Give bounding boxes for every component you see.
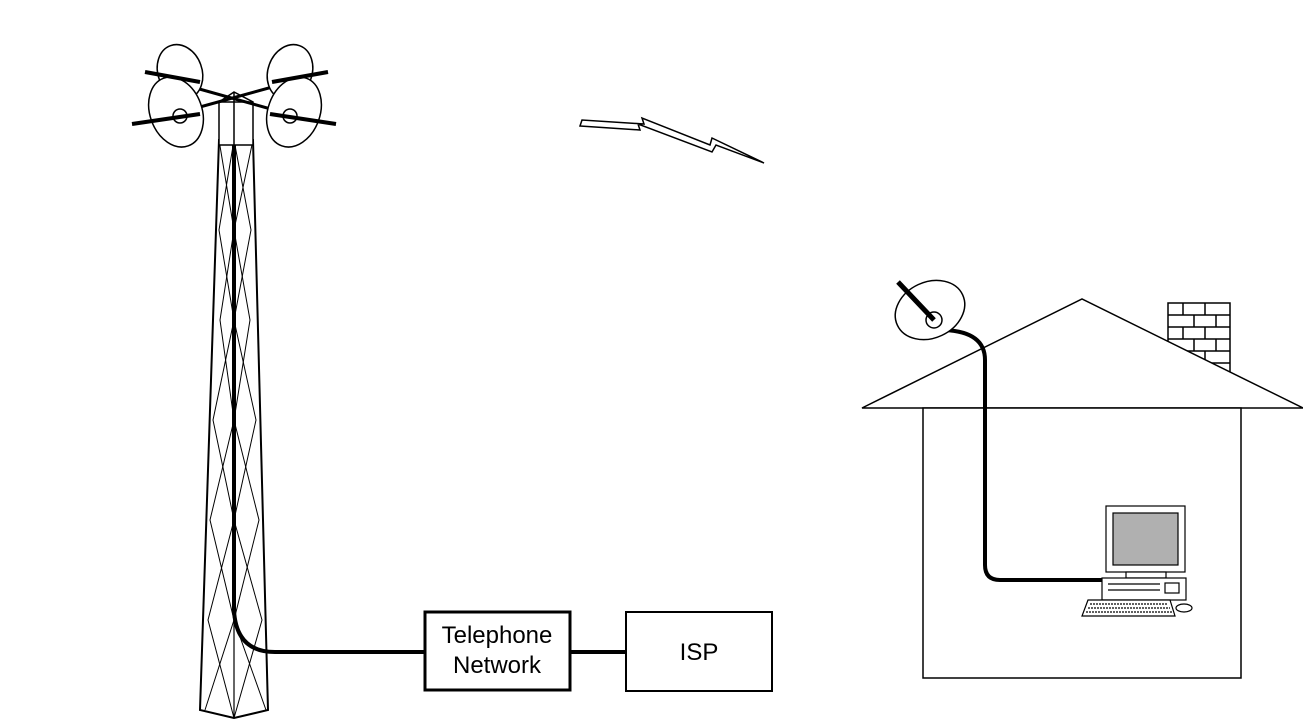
computer-icon bbox=[1081, 505, 1193, 617]
dish-antenna-icon bbox=[894, 279, 966, 341]
dish-antenna-icon bbox=[131, 43, 205, 148]
wireless-signal-icon bbox=[578, 116, 765, 164]
dish-antenna-icon bbox=[265, 43, 337, 148]
telephone-network-box: Telephone Network bbox=[423, 610, 572, 692]
telephone-network-label-line2: Network bbox=[453, 652, 542, 679]
house-icon bbox=[861, 298, 1303, 679]
isp-label: ISP bbox=[680, 639, 719, 666]
telephone-network-label-line1: Telephone bbox=[442, 622, 553, 649]
cell-tower-icon bbox=[159, 76, 311, 719]
house-cable bbox=[944, 328, 1108, 582]
isp-box: ISP bbox=[625, 611, 773, 692]
